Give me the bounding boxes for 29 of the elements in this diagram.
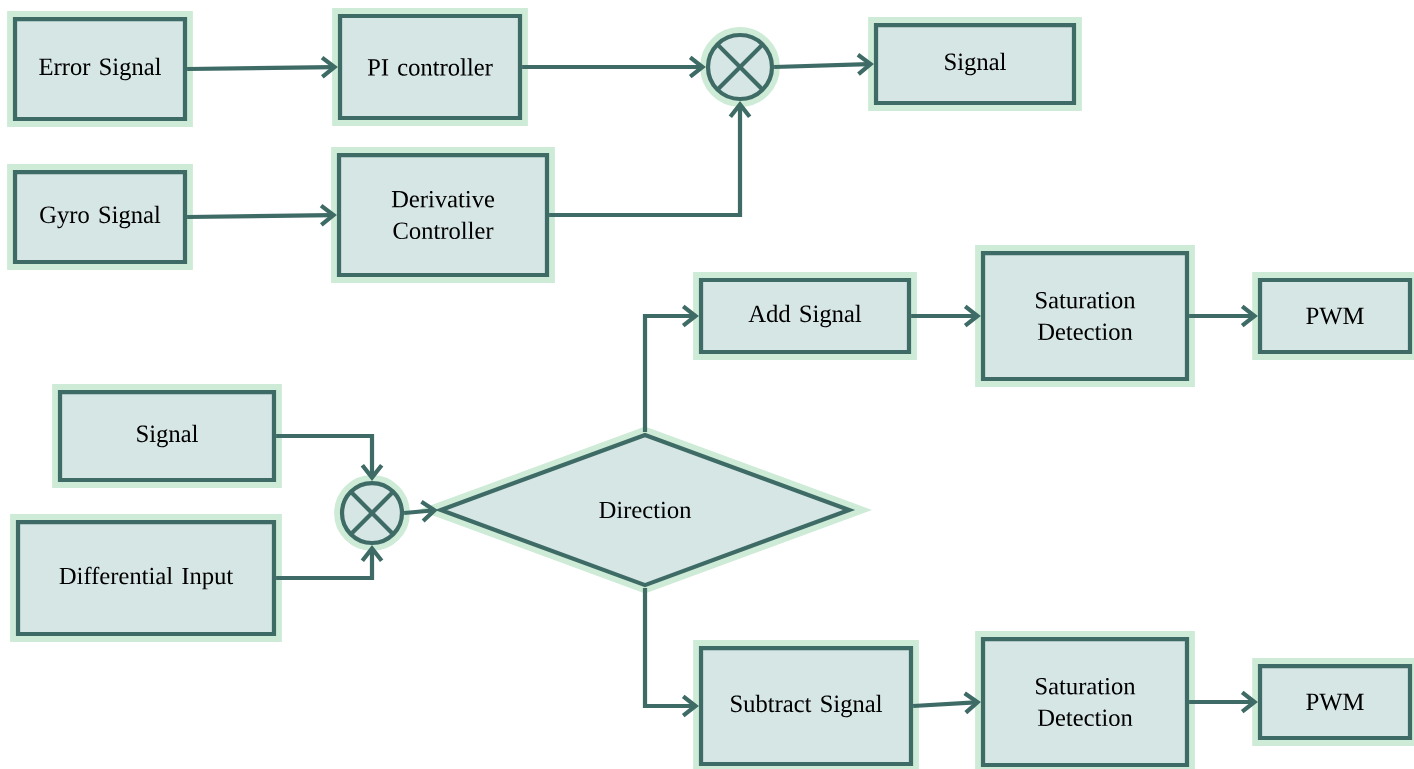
arrow xyxy=(912,691,981,715)
process-box: PI controller xyxy=(332,8,528,126)
process-box: Signal xyxy=(868,17,1082,111)
process-box: Add Signal xyxy=(693,272,917,360)
process-box: Saturation Detection xyxy=(975,631,1195,769)
arrow xyxy=(1189,690,1258,714)
process-box: Subtract Signal xyxy=(693,640,919,769)
arrow xyxy=(642,304,699,432)
arrow xyxy=(187,203,337,227)
arrow xyxy=(276,545,384,581)
process-box: Gyro Signal xyxy=(7,164,193,270)
process-box: Differential Input xyxy=(10,514,282,642)
arrow xyxy=(911,304,981,328)
arrow xyxy=(774,53,874,76)
process-box: PWM xyxy=(1252,658,1414,746)
arrow xyxy=(549,101,752,218)
process-box: Derivative Controller xyxy=(331,147,555,283)
arrow xyxy=(1189,304,1258,328)
multiplier-circle xyxy=(700,27,780,107)
process-box: Saturation Detection xyxy=(975,245,1195,387)
arrow xyxy=(522,55,706,79)
arrow xyxy=(187,55,338,79)
multiplier-circle xyxy=(334,475,410,551)
arrow xyxy=(403,500,438,523)
arrow xyxy=(276,433,384,481)
process-box: PWM xyxy=(1252,272,1414,360)
arrow xyxy=(642,588,699,718)
process-box: Error Signal xyxy=(7,11,193,127)
process-box: Signal xyxy=(52,384,282,488)
